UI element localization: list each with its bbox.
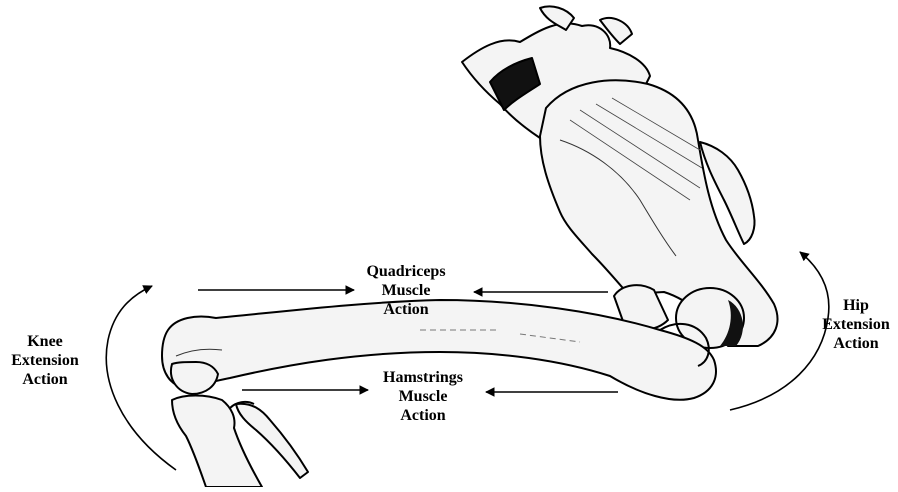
hip-label-line-1: Hip: [816, 296, 896, 315]
quadriceps-label-line-2: Muscle: [356, 281, 456, 300]
hamstrings-label-line-2: Muscle: [374, 387, 472, 406]
hip-label-line-3: Action: [816, 334, 896, 353]
knee-label-line-1: Knee: [6, 332, 84, 351]
knee-label-line-3: Action: [6, 370, 84, 389]
knee-extension-label: Knee Extension Action: [6, 332, 84, 389]
hamstrings-action-label: Hamstrings Muscle Action: [374, 368, 472, 425]
femoral-condyle: [171, 362, 218, 394]
knee-extension-arrow: [106, 286, 176, 470]
hip-extension-label: Hip Extension Action: [816, 296, 896, 353]
quadriceps-label-line-3: Action: [356, 300, 456, 319]
hamstrings-label-line-3: Action: [374, 406, 472, 425]
quadriceps-label-line-1: Quadriceps: [356, 262, 456, 281]
lower-leg-bones: [172, 396, 308, 488]
quadriceps-action-label: Quadriceps Muscle Action: [356, 262, 456, 319]
knee-label-line-2: Extension: [6, 351, 84, 370]
hip-label-line-2: Extension: [816, 315, 896, 334]
hamstrings-label-line-1: Hamstrings: [374, 368, 472, 387]
pelvis-bone: [462, 6, 777, 348]
